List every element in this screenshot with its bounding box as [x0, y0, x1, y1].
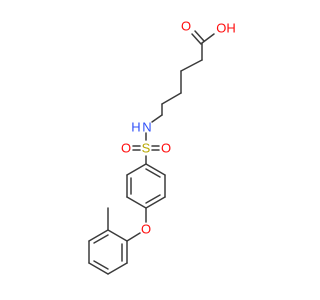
ring2-bond-5: [107, 262, 128, 275]
atom-amine-h: H: [131, 120, 140, 135]
atom-carbonyl-o: O: [181, 19, 191, 34]
atom-labels: O OH H N O S O O: [121, 19, 236, 237]
bonds: [88, 30, 215, 275]
bond-chain-4: [161, 92, 182, 105]
ring1-inner-2: [145, 194, 161, 204]
bond-ether-ring2: [126, 232, 141, 242]
ring2-inner-1: [93, 234, 109, 244]
ring2-bond-2: [88, 229, 109, 242]
structure-svg: O OH H N O S O O: [88, 19, 236, 275]
atom-sulfur: S: [142, 141, 151, 156]
ring1-inner-3: [145, 168, 161, 178]
ring2-bond-4: [88, 262, 109, 275]
ring2-bond-1: [107, 229, 128, 242]
atom-ether-o: O: [141, 222, 151, 237]
molecule-structure: O OH H N O S O O: [88, 19, 236, 275]
ring2-inner-2: [93, 260, 109, 270]
bond-c1-o-double-a: [191, 33, 202, 45]
ring1-bond-1: [126, 163, 147, 176]
atom-amine-n: N: [142, 120, 151, 135]
bond-chain-2: [180, 59, 203, 72]
atom-sulfonyl-o-left: O: [121, 141, 131, 156]
atom-hydroxyl-oh: OH: [216, 21, 236, 36]
atom-sulfonyl-o-right: O: [161, 141, 171, 156]
ring1-bond-4: [145, 196, 166, 209]
bond-c1-o-double-b: [194, 30, 205, 42]
ring1-bond-6: [145, 163, 166, 176]
ring1-bond-3: [126, 196, 147, 209]
bond-chain-6: [151, 114, 163, 123]
bond-c1-oh: [201, 33, 215, 44]
